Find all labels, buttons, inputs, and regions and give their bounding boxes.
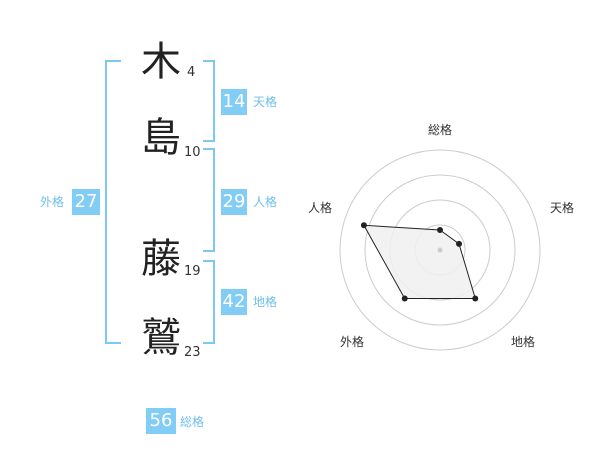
radar-point-1 — [456, 240, 463, 247]
radar-point-0 — [437, 227, 443, 233]
char-4-strokes: 23 — [184, 345, 201, 360]
char-3: 藤 — [141, 236, 181, 282]
radar-points — [360, 222, 479, 302]
gaikaku-bracket — [105, 60, 121, 344]
chikaku-label: 地格 — [253, 295, 278, 309]
tenkaku-value: 14 — [221, 89, 247, 115]
char-2: 島 — [141, 115, 181, 161]
char-1-strokes: 4 — [187, 65, 196, 80]
char-4: 鷲 — [141, 315, 181, 361]
radar-ring — [364, 174, 516, 326]
char-1: 木 — [141, 39, 181, 85]
radar-label-jinkaku: 人格 — [308, 201, 333, 215]
radar-label-gaikaku: 外格 — [340, 335, 365, 349]
jinkaku-label: 人格 — [253, 195, 278, 209]
radar-point-3 — [401, 295, 408, 302]
soukaku-value: 56 — [146, 408, 176, 434]
tenkaku-label: 天格 — [253, 95, 278, 109]
radar-label-tenkaku: 天格 — [550, 201, 575, 215]
radar-ring — [339, 149, 541, 351]
tenkaku-bracket — [203, 60, 215, 142]
radar-label-soukaku: 総格 — [428, 123, 453, 137]
gaikaku-value: 27 — [72, 189, 100, 215]
gaikaku-label: 外格 — [40, 195, 65, 209]
radar-label-chikaku: 地格 — [511, 335, 536, 349]
chikaku-bracket — [203, 260, 215, 344]
jinkaku-bracket — [203, 148, 215, 252]
chikaku-value: 42 — [221, 289, 247, 315]
char-3-strokes: 19 — [184, 264, 201, 279]
char-2-strokes: 10 — [184, 145, 201, 160]
radar-point-4 — [360, 222, 367, 229]
radar-point-2 — [472, 295, 479, 302]
radar-polygon — [363, 224, 476, 299]
soukaku-label: 総格 — [180, 415, 205, 429]
radar-center — [437, 247, 443, 253]
jinkaku-value: 29 — [221, 189, 247, 215]
